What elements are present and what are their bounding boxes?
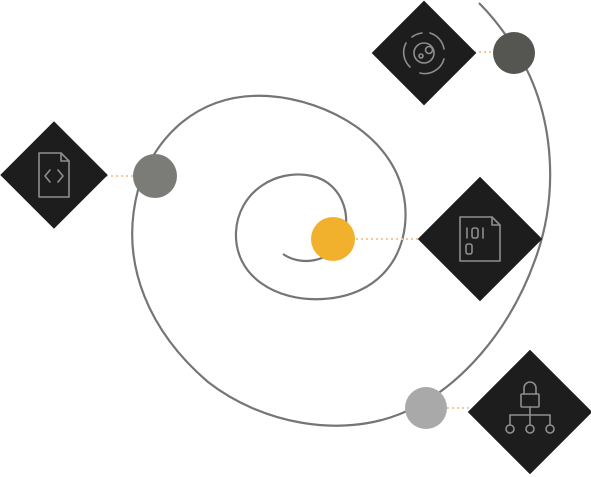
diamond-top[interactable] <box>371 0 477 106</box>
diamond-bottom[interactable] <box>467 349 591 475</box>
code-file-icon <box>38 152 70 198</box>
diamond-center[interactable] <box>417 176 543 302</box>
node-bottom[interactable] <box>405 387 447 429</box>
orbit-icon <box>402 32 445 75</box>
node-center[interactable] <box>311 217 355 261</box>
binary-file-icon <box>459 216 501 262</box>
node-left[interactable] <box>133 154 177 198</box>
diamond-left[interactable] <box>0 121 108 229</box>
node-top[interactable] <box>493 32 535 74</box>
lock-network-icon <box>505 381 555 434</box>
spiral-path <box>131 2 552 427</box>
